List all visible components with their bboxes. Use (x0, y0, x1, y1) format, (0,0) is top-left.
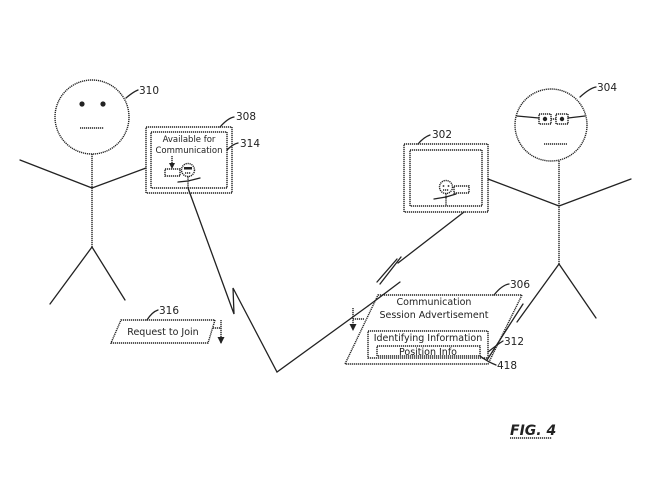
leader-302 (417, 134, 431, 145)
user-left-figure (19, 79, 147, 305)
leader-306 (493, 283, 510, 296)
device-right-mini-arm-r (445, 193, 457, 198)
ref-312: 312 (504, 336, 524, 348)
ref-418: 418 (497, 360, 517, 372)
ref-310: 310 (139, 85, 159, 97)
user-left-eye-left (79, 101, 85, 107)
user-right-arm-left (487, 178, 560, 207)
ref-306: 306 (510, 279, 530, 291)
device-left-mini-arm-l (177, 180, 189, 183)
user-right-glasses-arm-r (567, 115, 586, 119)
link-break-a (379, 256, 402, 285)
device-left-text-line1: Available for (163, 135, 216, 145)
leader-308 (219, 116, 235, 128)
device-left-screen (150, 131, 228, 189)
advertisement-parallelogram (343, 294, 524, 365)
advertisement-arrow-head (349, 324, 357, 331)
user-left-leg-right (91, 246, 126, 301)
user-left-eye-right (100, 101, 106, 107)
link-left-to-zigzag (187, 187, 369, 373)
ref-316: 316 (159, 305, 179, 317)
device-right-frame (403, 143, 489, 213)
device-right-mini-eye-l (442, 185, 445, 187)
leader-418 (479, 355, 497, 366)
device-left-message-box (164, 168, 181, 177)
user-right-eye-right (559, 116, 565, 122)
device-right-mini-eye-r (447, 185, 450, 187)
figure-title: FIG. 4 (510, 423, 556, 439)
request-label: Request to Join (127, 327, 198, 338)
advertisement-title-line1: Communication (397, 297, 472, 308)
leader-310 (125, 89, 139, 99)
leader-314 (226, 142, 239, 151)
leader-316 (146, 309, 159, 321)
ref-304: 304 (597, 82, 617, 94)
device-left-mini-head (180, 162, 196, 178)
request-to-join: Request to Join (109, 319, 225, 344)
link-mid (367, 281, 401, 307)
device-right-mini-arm-l (433, 196, 447, 200)
request-parallelogram (109, 319, 216, 344)
identifying-info-label: Identifying Information (374, 333, 483, 344)
ref-314: 314 (240, 138, 260, 150)
user-right-eye-left (542, 116, 548, 122)
user-right-leg-left (516, 263, 560, 323)
user-right-glasses-lens-r (555, 113, 569, 125)
user-right-leg-right (558, 263, 597, 319)
device-left-mini-glasses (184, 167, 192, 170)
session-advertisement: Communication Session Advertisement Iden… (343, 294, 524, 365)
ref-308: 308 (236, 111, 256, 123)
request-arrow-head (217, 337, 225, 344)
user-left-head (54, 79, 130, 155)
device-left-text-line2: Communication (156, 146, 223, 156)
device-right-mini-head (438, 179, 454, 195)
device-left-mini-arm-r (187, 177, 201, 182)
leader-adv-right (486, 303, 524, 361)
advertisement-title-line2: Session Advertisement (379, 310, 488, 321)
user-left-arm-left (19, 159, 93, 189)
user-left-arm-right (91, 167, 147, 189)
user-left-leg-left (49, 246, 93, 305)
device-left-frame (145, 126, 233, 194)
user-right-head (514, 88, 588, 162)
position-info-box (376, 345, 481, 357)
user-right-glasses-arm-l (516, 115, 540, 119)
device-right-message-box (453, 185, 470, 194)
identifying-info-box (367, 330, 489, 359)
leader-304 (579, 86, 597, 98)
user-right-arm-right (558, 178, 632, 207)
link-break-b (376, 258, 398, 283)
position-info-label: Position Info (399, 347, 457, 358)
device-left-arrow-head (169, 163, 175, 169)
user-right-figure (487, 88, 632, 323)
ref-302: 302 (432, 129, 452, 141)
device-left: Available for Communication (145, 126, 233, 194)
device-right (403, 143, 489, 213)
link-to-right-device (397, 211, 465, 264)
